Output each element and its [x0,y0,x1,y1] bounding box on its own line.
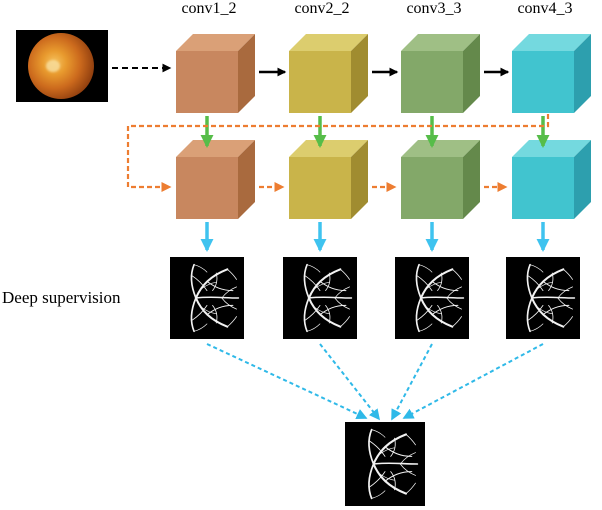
encoder-cube-2 [289,34,368,113]
arrow-fuse-4 [402,343,544,419]
side-output-image-2 [283,257,357,339]
cube-front-face [512,157,574,219]
decoder-cube-4 [512,140,591,219]
cube-side-face [238,34,255,113]
retina-circle [28,33,94,99]
conv-label-3: conv3_3 [406,0,462,17]
input-fundus-image [16,30,108,102]
cube-front-face [176,51,238,113]
cube-top-face [401,34,480,51]
arrow-fuse-3 [391,343,433,421]
conv-label-4: conv4_3 [517,0,573,17]
cube-top-face [289,34,368,51]
cube-side-face [351,34,368,113]
cube-front-face [176,157,238,219]
cube-front-face [289,157,351,219]
cube-side-face [463,34,480,113]
cube-front-face [401,51,463,113]
side-output-image-4 [506,257,580,339]
cube-side-face [574,140,591,219]
arrow-fuse-2 [319,343,381,421]
cube-front-face [289,51,351,113]
deep-supervision-label: Deep supervision [2,288,121,307]
encoder-cube-1 [176,34,255,113]
optic-disc [46,60,60,72]
encoder-cube-3 [401,34,480,113]
cube-front-face [401,157,463,219]
decoder-cube-1 [176,140,255,219]
conv-label-2: conv2_2 [294,0,350,17]
cube-front-face [512,51,574,113]
cube-side-face [574,34,591,113]
side-output-image-3 [395,257,469,339]
arrow-fuse-1 [206,343,368,420]
side-output-image-1 [170,257,244,339]
decoder-cube-3 [401,140,480,219]
cube-top-face [176,34,255,51]
encoder-cube-4 [512,34,591,113]
conv-label-1: conv1_2 [181,0,237,17]
decoder-cube-2 [289,140,368,219]
fused-output-image [345,422,425,506]
cube-top-face [512,34,591,51]
